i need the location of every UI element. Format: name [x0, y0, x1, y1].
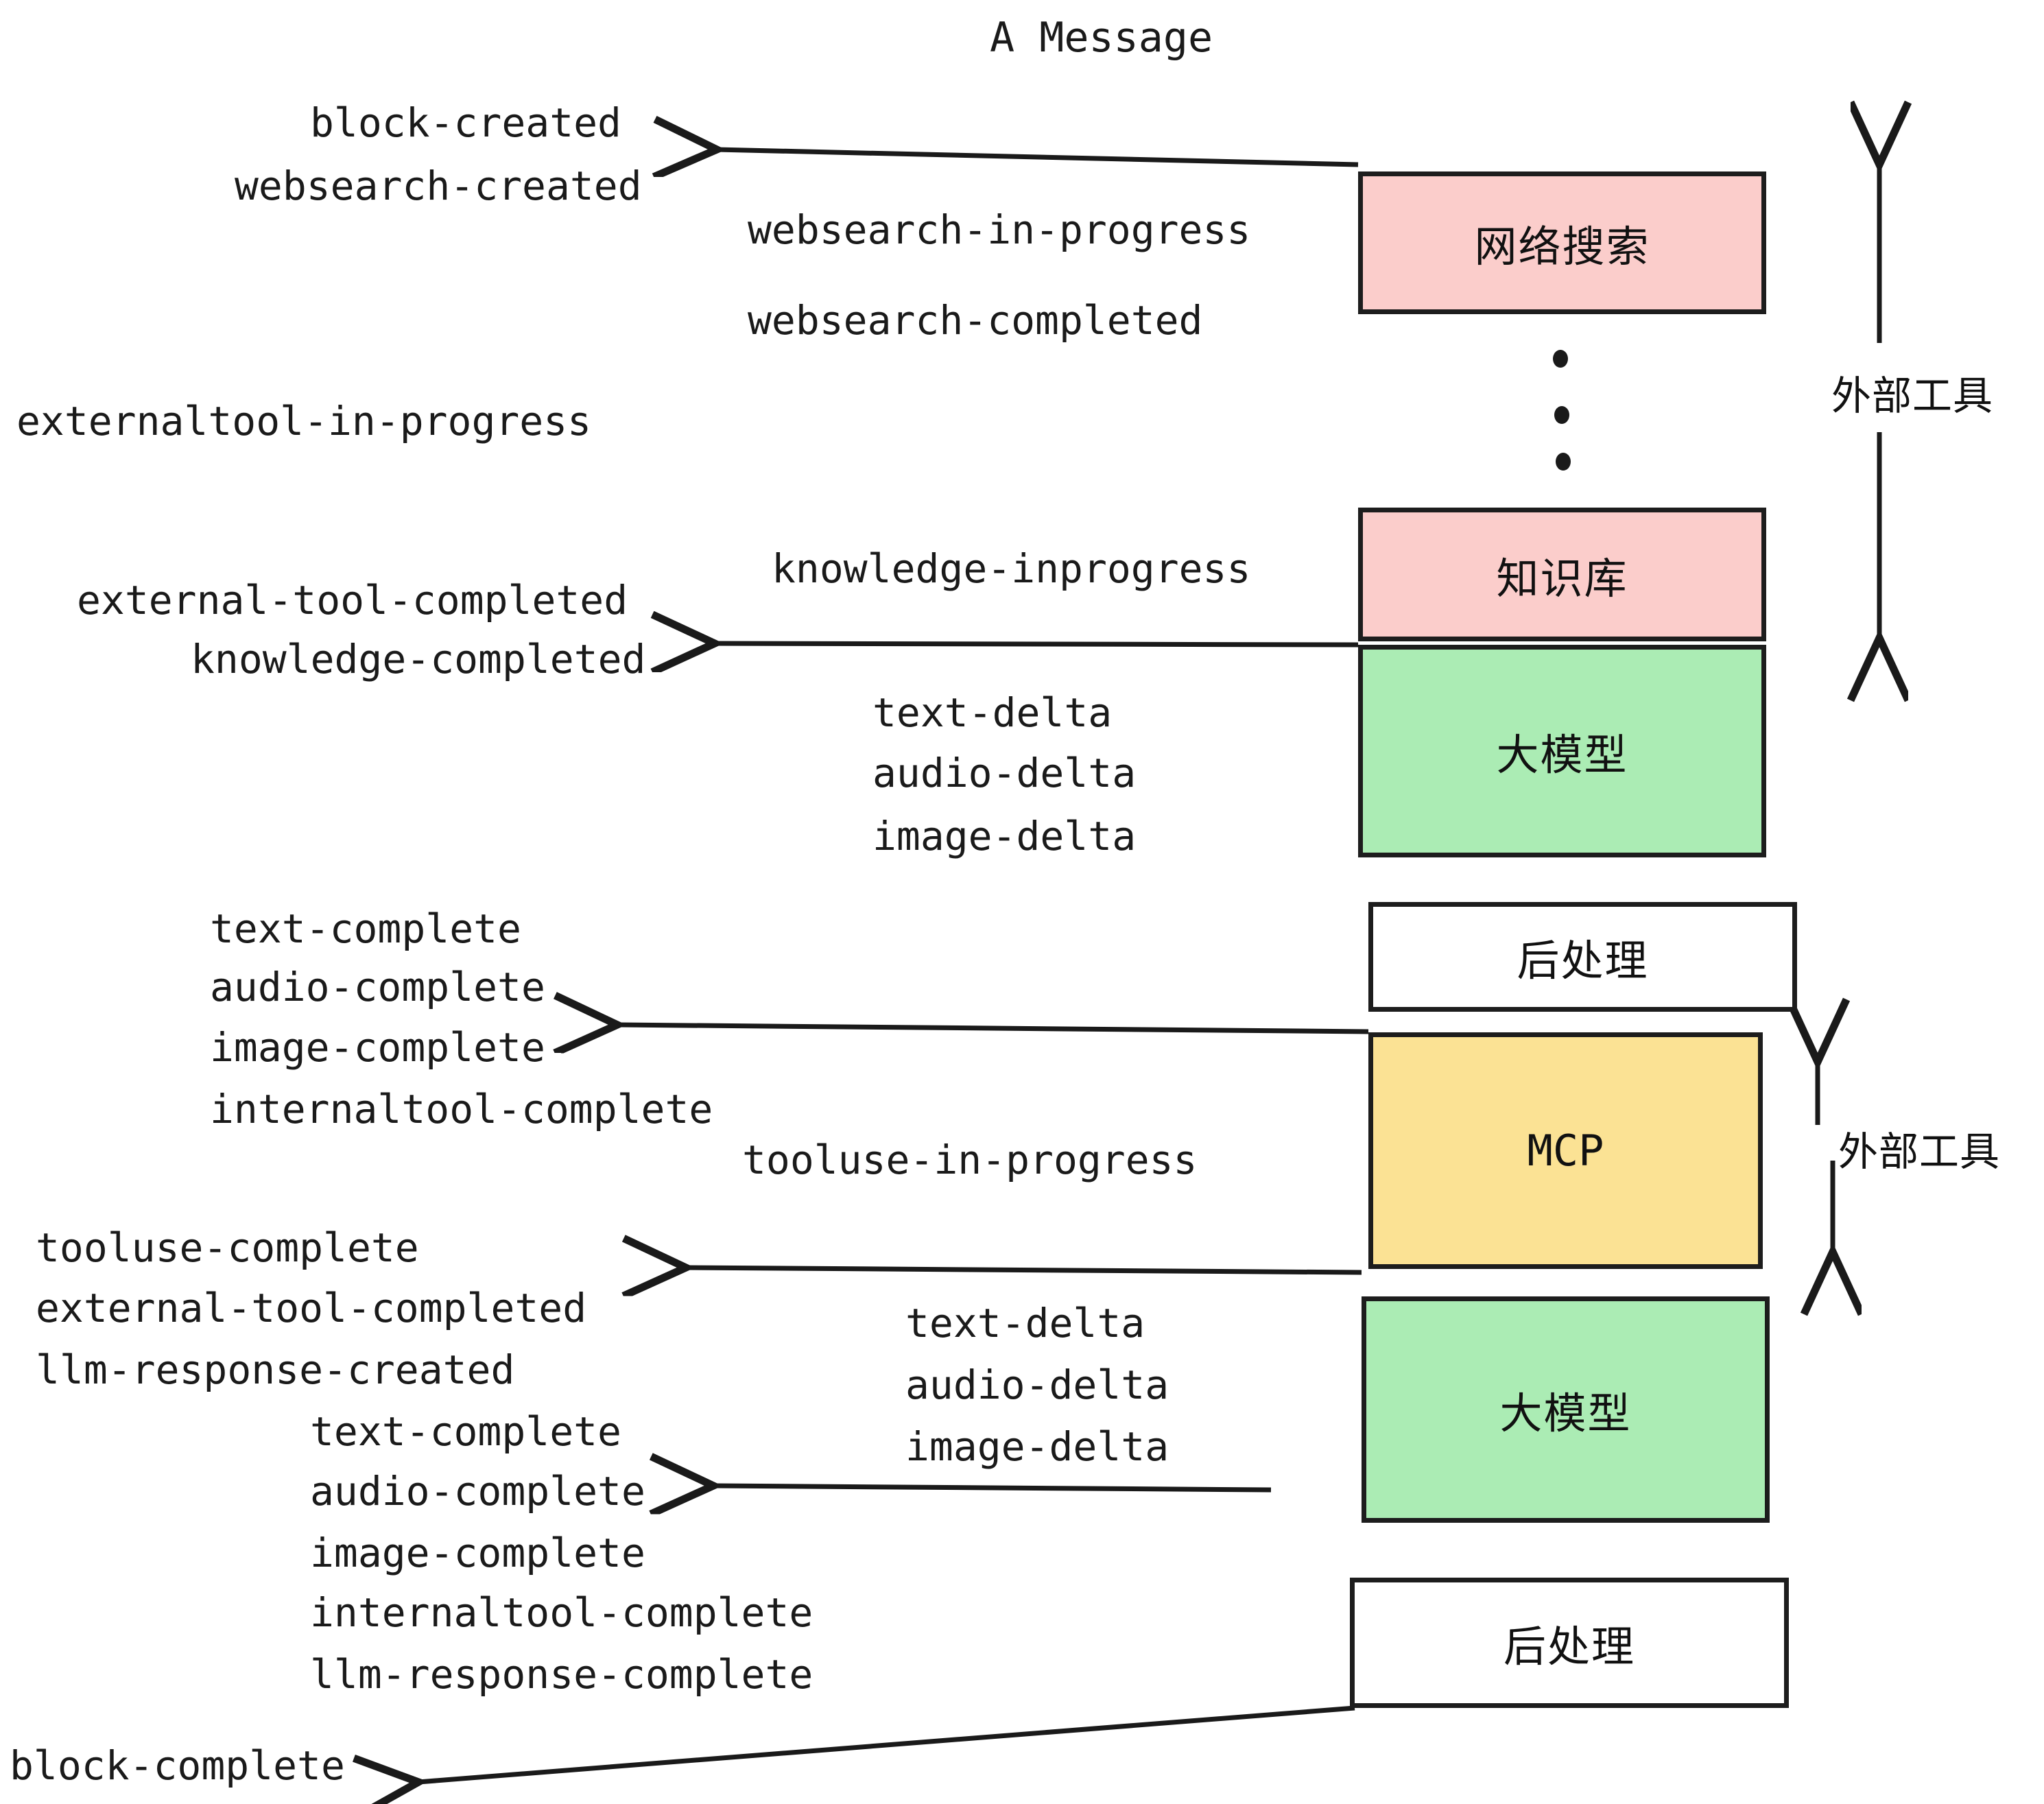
event-websearch-completed: websearch-completed [748, 297, 1203, 344]
event-block-created: block-created [310, 99, 621, 146]
arrow-llm-bottom-to-audio-complete [713, 1486, 1272, 1490]
event-internaltool-complete-2: internaltool-complete [310, 1589, 813, 1636]
arrow-llm-to-image-complete [617, 1025, 1369, 1032]
event-image-delta-1: image-delta [872, 813, 1137, 859]
arrow-postprocess-to-block-complete [418, 1705, 1355, 1782]
node-knowledge: 知识库 [1358, 508, 1766, 641]
node-websearch-label: 网络搜索 [1474, 222, 1650, 272]
arrow-websearch-to-block-created [717, 150, 1359, 165]
event-llm-response-created: llm-response-created [36, 1346, 515, 1393]
event-text-delta-1: text-delta [872, 689, 1113, 736]
node-postprocess-bottom-label: 后处理 [1503, 1622, 1635, 1672]
event-audio-delta-1: audio-delta [872, 750, 1137, 796]
event-external-tool-completed-2: external-tool-completed [36, 1285, 587, 1331]
event-block-complete: block-complete [10, 1742, 345, 1789]
node-websearch: 网络搜索 [1358, 171, 1766, 314]
event-websearch-in-progress: websearch-in-progress [748, 206, 1251, 253]
node-postprocess-top: 后处理 [1368, 902, 1797, 1012]
event-knowledge-completed: knowledge-completed [191, 636, 646, 683]
node-knowledge-label: 知识库 [1496, 553, 1628, 604]
event-image-delta-2: image-delta [905, 1423, 1169, 1470]
event-internaltool-complete-1: internaltool-complete [210, 1086, 713, 1132]
arrow-knowledge-to-knowledge-completed [715, 643, 1359, 645]
label-external-tools-bottom: 外部工具 [1838, 1128, 2001, 1175]
event-audio-delta-2: audio-delta [905, 1362, 1169, 1408]
event-knowledge-inprogress: knowledge-inprogress [772, 545, 1251, 592]
event-text-complete-1: text-complete [210, 905, 521, 952]
node-mcp: MCP [1368, 1032, 1763, 1269]
node-postprocess-top-label: 后处理 [1517, 936, 1649, 986]
event-image-complete-2: image-complete [310, 1530, 645, 1576]
event-image-complete-1: image-complete [210, 1024, 545, 1071]
page-title: A Message [990, 14, 1213, 62]
node-llm-top-label: 大模型 [1496, 730, 1628, 780]
event-externaltool-in-progress: externaltool-in-progress [16, 398, 592, 444]
event-tooluse-in-progress: tooluse-in-progress [742, 1137, 1198, 1183]
event-external-tool-completed-1: external-tool-completed [77, 577, 628, 624]
node-llm-bottom-label: 大模型 [1499, 1388, 1632, 1438]
event-text-delta-2: text-delta [905, 1300, 1145, 1346]
node-llm-bottom: 大模型 [1362, 1296, 1770, 1523]
event-audio-complete-2: audio-complete [310, 1468, 645, 1515]
event-websearch-created: websearch-created [235, 163, 642, 209]
node-llm-top: 大模型 [1358, 645, 1766, 857]
label-external-tools-top: 外部工具 [1831, 372, 1994, 419]
ellipsis-dot-3 [1556, 453, 1571, 471]
event-text-complete-2: text-complete [310, 1408, 621, 1455]
ellipsis-dot-1 [1553, 350, 1568, 368]
arrow-mcp-to-tooluse-complete [686, 1268, 1362, 1272]
event-llm-response-complete: llm-response-complete [310, 1651, 813, 1698]
node-postprocess-bottom: 后处理 [1350, 1578, 1789, 1708]
event-tooluse-complete: tooluse-complete [36, 1224, 419, 1271]
node-mcp-label: MCP [1527, 1126, 1604, 1176]
event-audio-complete-1: audio-complete [210, 964, 545, 1010]
ellipsis-dot-2 [1554, 406, 1569, 424]
